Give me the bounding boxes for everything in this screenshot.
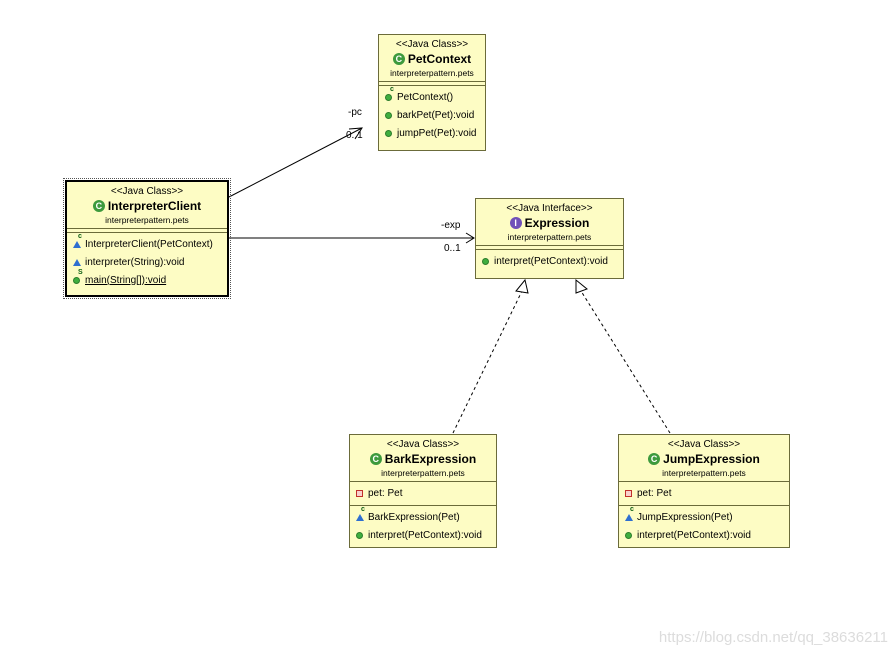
realization-line-jump bbox=[580, 290, 671, 434]
realization-head-jump bbox=[575, 278, 588, 294]
attribute-label: pet: Pet bbox=[637, 487, 672, 499]
attribute-compartment: pet: Pet bbox=[619, 481, 789, 505]
operation-row[interactable]: c JumpExpression(Pet) bbox=[619, 506, 789, 526]
package-label: interpreterpattern.pets bbox=[662, 468, 746, 478]
operation-label: JumpExpression(Pet) bbox=[637, 511, 733, 523]
operation-row[interactable]: interpret(PetContext):void bbox=[619, 526, 789, 544]
static-method-icon: S bbox=[72, 269, 83, 286]
attribute-compartment: pet: Pet bbox=[350, 481, 496, 505]
class-icon: C bbox=[369, 453, 382, 465]
stereotype-label: <<Java Class>> bbox=[667, 439, 741, 450]
operation-row[interactable]: c PetContext() bbox=[379, 86, 485, 106]
operation-label: BarkExpression(Pet) bbox=[368, 511, 460, 523]
operation-label: interpret(PetContext):void bbox=[368, 529, 482, 541]
operation-compartment: c JumpExpression(Pet) interpret(PetConte… bbox=[619, 505, 789, 546]
public-method-icon bbox=[384, 127, 393, 139]
class-header: <<Java Class>> C JumpExpression interpre… bbox=[619, 435, 789, 481]
attribute-compartment bbox=[476, 245, 623, 249]
realization-line-bark bbox=[452, 290, 523, 434]
operation-compartment: c PetContext() barkPet(Pet):void jumpPet… bbox=[379, 85, 485, 144]
package-constructor-icon: c bbox=[624, 506, 634, 523]
class-name-label: JumpExpression bbox=[663, 452, 760, 466]
stereotype-label: <<Java Class>> bbox=[386, 439, 460, 450]
attribute-compartment bbox=[379, 81, 485, 85]
attribute-row[interactable]: pet: Pet bbox=[619, 484, 789, 502]
operation-label: interpret(PetContext):void bbox=[637, 529, 751, 541]
operation-label: interpret(PetContext):void bbox=[494, 255, 608, 267]
operation-label: jumpPet(Pet):void bbox=[397, 127, 477, 139]
public-method-icon bbox=[355, 529, 364, 541]
operation-label: barkPet(Pet):void bbox=[397, 109, 475, 121]
arrowhead-pc bbox=[348, 127, 363, 140]
operation-row[interactable]: S main(String[]):void bbox=[67, 269, 227, 289]
class-header: <<Java Interface>> I Expression interpre… bbox=[476, 199, 623, 245]
arrowhead-exp bbox=[465, 232, 475, 244]
class-name-label: BarkExpression bbox=[384, 452, 477, 466]
pc-multiplicity-label: 0..1 bbox=[346, 130, 363, 141]
operation-compartment: c BarkExpression(Pet) interpret(PetConte… bbox=[350, 505, 496, 546]
class-name: C InterpreterClient bbox=[67, 198, 227, 214]
operation-row[interactable]: interpreter(String):void bbox=[67, 253, 227, 271]
class-name: C JumpExpression bbox=[619, 451, 789, 467]
attribute-compartment bbox=[67, 228, 227, 232]
package-method-icon bbox=[72, 256, 81, 268]
package-label: interpreterpattern.pets bbox=[507, 232, 592, 242]
public-method-icon bbox=[481, 255, 490, 267]
operation-row[interactable]: c InterpreterClient(PetContext) bbox=[67, 233, 227, 253]
stereotype-label: <<Java Class>> bbox=[395, 39, 469, 50]
class-name-label: Expression bbox=[524, 216, 590, 230]
public-constructor-icon: c bbox=[384, 86, 394, 103]
operation-row[interactable]: interpret(PetContext):void bbox=[350, 526, 496, 544]
class-icon: C bbox=[92, 200, 105, 212]
operation-label: InterpreterClient(PetContext) bbox=[85, 238, 213, 250]
operation-row[interactable]: jumpPet(Pet):void bbox=[379, 124, 485, 142]
exp-role-label: -exp bbox=[441, 220, 461, 231]
private-field-icon bbox=[624, 487, 633, 499]
operation-row[interactable]: interpret(PetContext):void bbox=[476, 252, 623, 270]
private-field-icon bbox=[355, 487, 364, 499]
class-icon: C bbox=[648, 453, 661, 465]
class-icon: C bbox=[392, 53, 405, 65]
package-label: interpreterpattern.pets bbox=[390, 68, 474, 78]
class-box-jumpexpression[interactable]: <<Java Class>> C JumpExpression interpre… bbox=[618, 434, 790, 548]
class-name-label: InterpreterClient bbox=[107, 199, 202, 213]
operation-label: interpreter(String):void bbox=[85, 256, 185, 268]
class-name: C BarkExpression bbox=[350, 451, 496, 467]
attribute-label: pet: Pet bbox=[368, 487, 403, 499]
operation-label: main(String[]):void bbox=[85, 274, 167, 286]
stereotype-label: <<Java Class>> bbox=[110, 186, 184, 197]
package-label: interpreterpattern.pets bbox=[105, 215, 189, 225]
realization-head-bark bbox=[515, 278, 529, 294]
public-method-icon bbox=[624, 529, 633, 541]
attribute-row[interactable]: pet: Pet bbox=[350, 484, 496, 502]
package-constructor-icon: c bbox=[72, 233, 82, 250]
class-box-interpreterclient[interactable]: <<Java Class>> C InterpreterClient inter… bbox=[63, 178, 231, 299]
stereotype-label: <<Java Interface>> bbox=[506, 203, 593, 214]
class-name-label: PetContext bbox=[407, 52, 472, 66]
class-header: <<Java Class>> C BarkExpression interpre… bbox=[350, 435, 496, 481]
watermark-text: https://blog.csdn.net/qq_38636211 bbox=[658, 629, 888, 646]
package-constructor-icon: c bbox=[355, 506, 365, 523]
operation-label: PetContext() bbox=[397, 91, 454, 103]
public-method-icon bbox=[384, 109, 393, 121]
association-line-pc bbox=[228, 127, 363, 198]
class-box-petcontext[interactable]: <<Java Class>> C PetContext interpreterp… bbox=[378, 34, 486, 151]
operation-row[interactable]: c BarkExpression(Pet) bbox=[350, 506, 496, 526]
class-name: C PetContext bbox=[379, 51, 485, 67]
interface-box-expression[interactable]: <<Java Interface>> I Expression interpre… bbox=[475, 198, 624, 279]
package-label: interpreterpattern.pets bbox=[381, 468, 465, 478]
operation-compartment: interpret(PetContext):void bbox=[476, 249, 623, 272]
operation-compartment: c InterpreterClient(PetContext) interpre… bbox=[67, 232, 227, 291]
exp-multiplicity-label: 0..1 bbox=[444, 243, 461, 254]
class-header: <<Java Class>> C InterpreterClient inter… bbox=[67, 182, 227, 228]
class-header: <<Java Class>> C PetContext interpreterp… bbox=[379, 35, 485, 81]
class-name: I Expression bbox=[476, 215, 623, 231]
operation-row[interactable]: barkPet(Pet):void bbox=[379, 106, 485, 124]
interface-icon: I bbox=[509, 217, 522, 229]
pc-role-label: -pc bbox=[348, 107, 362, 118]
class-box-barkexpression[interactable]: <<Java Class>> C BarkExpression interpre… bbox=[349, 434, 497, 548]
